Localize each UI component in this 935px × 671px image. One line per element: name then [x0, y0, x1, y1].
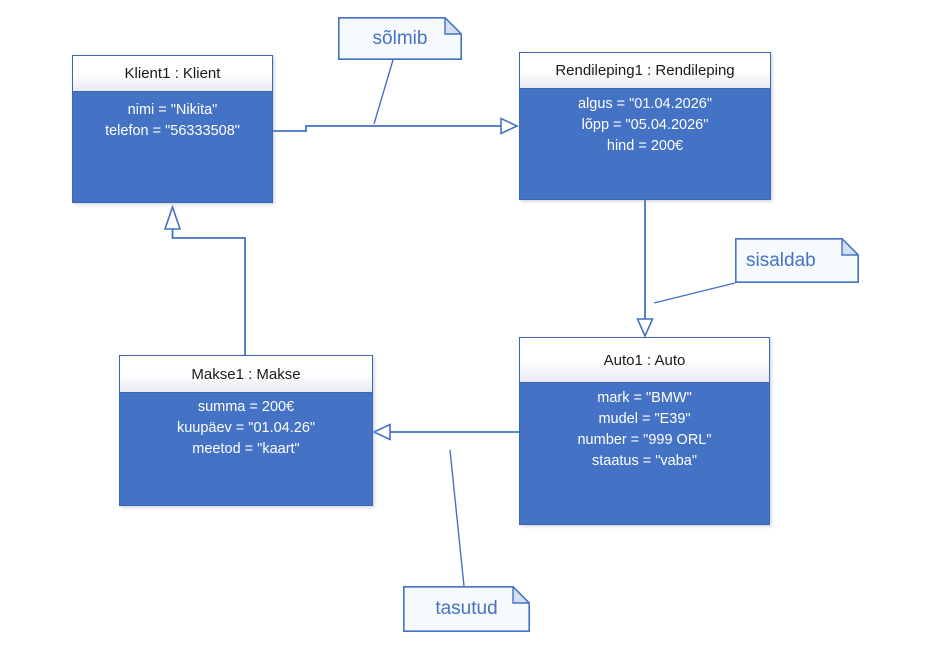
note-shape-icon [403, 586, 530, 632]
connector-makse-klient [163, 204, 246, 355]
note-shape-icon [338, 17, 462, 60]
object-title: Auto1 : Auto [603, 351, 686, 369]
open-arrowhead-down [636, 318, 654, 338]
object-auto-body: mark = "BMW" mudel = "E39" number = "999… [520, 383, 769, 472]
attribute-line: meetod = "kaart" [192, 441, 300, 457]
attribute-line: mudel = "E39" [598, 411, 691, 427]
note-label: tasutud [435, 598, 498, 619]
object-makse[interactable]: Makse1 : Makse summa = 200€ kuupäev = "0… [119, 355, 373, 506]
connector-auto-makse [372, 423, 519, 441]
object-klient-body: nimi = "Nikita" telefon = "56333508" [73, 92, 272, 142]
object-klient-header: Klient1 : Klient [73, 56, 272, 92]
attribute-line: lõpp = "05.04.2026" [581, 117, 709, 133]
object-title: Makse1 : Makse [191, 365, 301, 383]
note-label: sisaldab [746, 249, 816, 271]
open-arrowhead-left [372, 423, 391, 441]
leader-sisaldab [653, 282, 736, 304]
attribute-line: mark = "BMW" [597, 390, 692, 406]
attribute-line: algus = "01.04.2026" [577, 96, 713, 112]
note-shape-icon [735, 238, 859, 283]
note-tasutud[interactable]: tasutud [403, 586, 530, 632]
attribute-line: telefon = "56333508" [105, 123, 240, 139]
object-auto-header: Auto1 : Auto [520, 338, 769, 383]
object-klient[interactable]: Klient1 : Klient nimi = "Nikita" telefon… [72, 55, 273, 203]
attribute-line: nimi = "Nikita" [127, 102, 218, 118]
object-auto[interactable]: Auto1 : Auto mark = "BMW" mudel = "E39" … [519, 337, 770, 525]
attribute-line: staatus = "vaba" [591, 453, 697, 469]
object-title: Rendileping1 : Rendileping [555, 62, 735, 79]
object-rendileping-body: algus = "01.04.2026" lõpp = "05.04.2026"… [520, 89, 770, 157]
object-makse-header: Makse1 : Makse [120, 356, 372, 393]
attribute-line: number = "999 ORL" [577, 432, 712, 448]
note-sisaldab[interactable]: sisaldab [735, 238, 859, 283]
connector-klient-rendileping [273, 117, 519, 135]
leader-tasutud [449, 449, 465, 587]
open-arrowhead-right [500, 117, 519, 135]
attribute-line: summa = 200€ [197, 399, 295, 415]
object-title: Klient1 : Klient [124, 65, 221, 82]
note-solmib[interactable]: sõlmib [338, 17, 462, 60]
connector-rendileping-auto [636, 200, 654, 338]
object-rendileping[interactable]: Rendileping1 : Rendileping algus = "01.0… [519, 52, 771, 200]
object-rendileping-header: Rendileping1 : Rendileping [520, 53, 770, 89]
open-arrowhead-up [163, 204, 182, 230]
leader-solmib [373, 59, 394, 125]
object-makse-body: summa = 200€ kuupäev = "01.04.26" meetod… [120, 393, 372, 460]
attribute-line: kuupäev = "01.04.26" [176, 420, 316, 436]
note-label: sõlmib [372, 27, 428, 49]
attribute-line: hind = 200€ [606, 138, 684, 154]
